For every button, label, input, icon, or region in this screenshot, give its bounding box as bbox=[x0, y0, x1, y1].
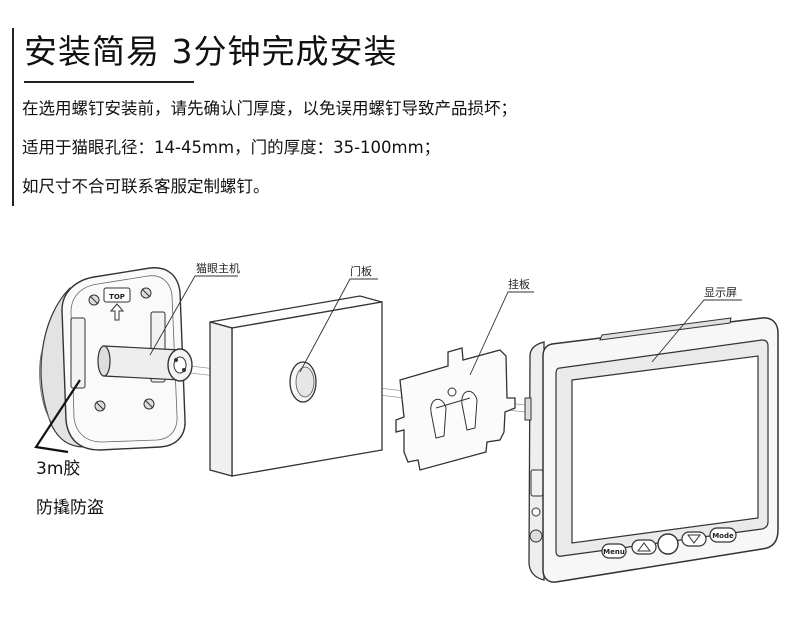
down-arrow-icon bbox=[687, 534, 701, 544]
callout-leaders bbox=[149, 275, 742, 376]
up-arrow-icon bbox=[637, 542, 651, 552]
mode-button: Mode bbox=[709, 527, 737, 543]
title-underline bbox=[24, 81, 194, 83]
door-panel bbox=[209, 295, 383, 477]
up-button bbox=[631, 539, 657, 555]
top-mark-label: TOP bbox=[109, 293, 125, 301]
mode-button-label: Mode bbox=[712, 532, 734, 540]
glue-label: 3m胶 bbox=[36, 459, 80, 479]
main-unit-label: 猫眼主机 bbox=[196, 261, 240, 275]
display-screen: Menu Mode bbox=[524, 317, 779, 583]
hanging-plate-label: 挂板 bbox=[508, 277, 530, 291]
instruction-line-2: 适用于猫眼孔径：14-45mm，门的厚度：35-100mm； bbox=[22, 138, 441, 157]
menu-button-label: Menu bbox=[603, 548, 625, 556]
power-button bbox=[657, 533, 679, 555]
page-title: 安装简易 3分钟完成安装 bbox=[24, 32, 398, 71]
peephole-main-unit: TOP bbox=[39, 267, 193, 451]
instruction-line-1: 在选用螺钉安装前，请先确认门厚度，以免误用螺钉导致产品损坏； bbox=[22, 99, 517, 118]
door-panel-label: 门板 bbox=[350, 264, 372, 278]
accent-bar bbox=[12, 28, 14, 206]
anti-pry-label: 防撬防盗 bbox=[36, 498, 104, 518]
menu-button: Menu bbox=[601, 543, 627, 559]
glue-pointer bbox=[34, 379, 81, 454]
hanging-plate bbox=[395, 347, 516, 471]
instruction-line-3: 如尺寸不合可联系客服定制螺钉。 bbox=[22, 177, 270, 196]
display-screen-label: 显示屏 bbox=[704, 286, 737, 299]
down-button bbox=[681, 531, 707, 547]
